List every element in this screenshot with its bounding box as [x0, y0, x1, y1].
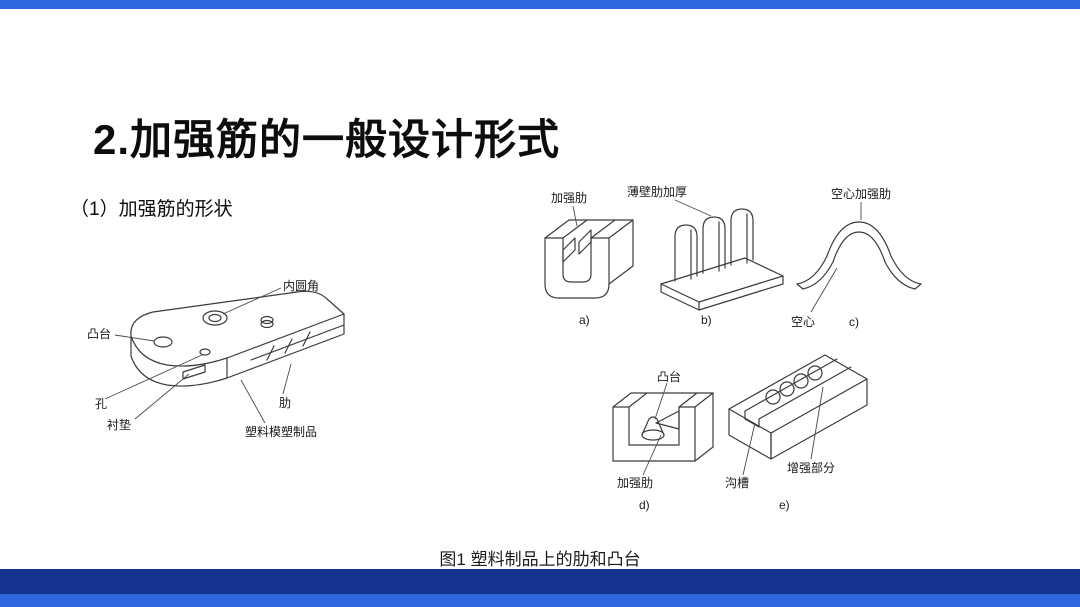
bottom-row-leader-lines: [642, 382, 824, 476]
drawing-c-hollow-rib: [796, 221, 922, 290]
label-molded-product: 塑料模塑制品: [245, 424, 317, 439]
label-hole: 孔: [95, 397, 107, 411]
label-thin-wall-rib: 薄壁肋加厚: [627, 184, 687, 199]
molded-product-leader-lines: [104, 287, 292, 424]
bottom-bright-bar: [0, 594, 1080, 607]
figure-rib-forms-top-row: 加强肋 薄壁肋加厚 空心加强肋 空心 a) b) c): [544, 184, 922, 329]
label-groove: 沟槽: [725, 476, 749, 490]
sublabel-c: c): [849, 315, 859, 329]
bottom-dark-bar: [0, 569, 1080, 594]
label-pad: 衬垫: [107, 417, 131, 432]
label-rib-a: 加强肋: [551, 190, 587, 205]
sublabel-e: e): [779, 498, 790, 512]
molded-product-drawing: [130, 290, 345, 387]
label-hollow-rib: 空心加强肋: [831, 186, 891, 201]
sublabel-b: b): [701, 313, 712, 327]
figure-caption: 图1 塑料制品上的肋和凸台: [439, 550, 641, 569]
label-boss-d: 凸台: [657, 369, 681, 384]
sublabel-d: d): [639, 498, 650, 512]
label-hollow: 空心: [791, 315, 815, 329]
drawing-e-groove-reinforced: [728, 354, 868, 460]
drawing-b-thickened-ribs: [660, 208, 784, 311]
label-reinforced-part: 增强部分: [787, 460, 835, 475]
top-row-leader-lines: [572, 199, 862, 313]
slide-title: 2.加强筋的一般设计形式: [93, 116, 561, 163]
drawing-d-boss-rib: [612, 392, 714, 462]
drawing-a-rib-channel: [544, 219, 634, 299]
slide-subtitle: （1）加强筋的形状: [70, 199, 233, 220]
label-boss: 凸台: [87, 326, 111, 341]
figure-molded-product: 内圆角 凸台 孔 衬垫 肋 塑料模塑制品: [87, 279, 345, 439]
label-inner-fillet: 内圆角: [283, 279, 319, 293]
label-rib-d: 加强肋: [617, 475, 653, 490]
top-accent-bar: [0, 0, 1080, 9]
label-rib: 肋: [279, 395, 291, 410]
sublabel-a: a): [579, 313, 590, 327]
figure-rib-forms-bottom-row: 凸台 加强肋 沟槽 增强部分 d) e): [612, 354, 868, 512]
